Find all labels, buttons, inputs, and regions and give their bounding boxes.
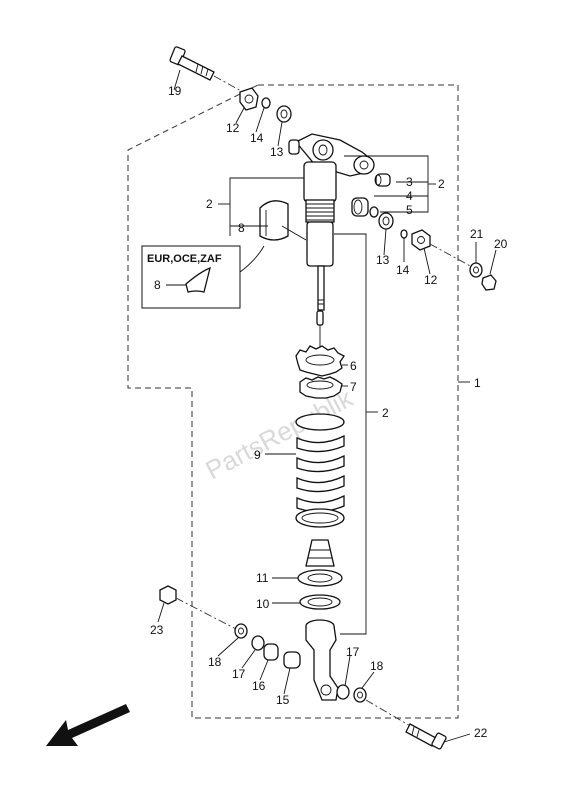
- seal-17-left: [251, 635, 265, 651]
- callout-12-top: 12: [226, 121, 240, 135]
- bolt-19: [169, 46, 215, 81]
- lower-clevis: [305, 619, 339, 701]
- circlip-14-right: [400, 229, 408, 239]
- inset-callout-8: 8: [154, 278, 161, 292]
- callout-15: 15: [276, 693, 290, 707]
- stopper-rod: [316, 310, 324, 326]
- nut-12-top: [239, 87, 259, 111]
- callout-10: 10: [256, 597, 270, 611]
- front-direction-arrow-icon: [46, 704, 130, 746]
- callout-17-right: 17: [346, 645, 360, 659]
- oil-seal-5: [369, 206, 379, 218]
- callout-1: 1: [474, 376, 481, 390]
- callout-5: 5: [406, 203, 413, 217]
- callout-18-left: 18: [208, 655, 222, 669]
- callout-13-right: 13: [376, 253, 390, 267]
- callout-14-top: 14: [250, 131, 264, 145]
- bolt-22: [405, 723, 447, 750]
- washer-18-left: [234, 623, 248, 639]
- callout-23: 23: [150, 623, 164, 637]
- callout-20: 20: [494, 237, 508, 251]
- callout-19: 19: [168, 84, 182, 98]
- washer-13-right: [378, 212, 394, 230]
- callout-11: 11: [256, 571, 269, 585]
- callout-2-lower: 2: [382, 406, 389, 420]
- bushing-4: [351, 197, 369, 217]
- callout-18-right: 18: [370, 659, 384, 673]
- callout-2-left: 2: [206, 197, 213, 211]
- callout-14-right: 14: [396, 263, 410, 277]
- nut-23: [159, 585, 177, 605]
- callout-9: 9: [254, 448, 261, 462]
- seal-17-right: [336, 684, 350, 700]
- bushing-16: [263, 643, 279, 661]
- adjusting-nut-6: [295, 345, 345, 377]
- spring-9: [295, 413, 345, 528]
- ring-10: [299, 594, 341, 610]
- washer-18-right: [353, 687, 367, 703]
- callout-22: 22: [474, 726, 488, 740]
- callout-6: 6: [350, 359, 357, 373]
- callout-16: 16: [252, 679, 266, 693]
- callout-7: 7: [350, 380, 357, 394]
- region-variant-inset: EUR,OCE,ZAF 8: [141, 245, 265, 309]
- washer-13-top: [276, 105, 292, 123]
- spring-seat-11: [297, 569, 343, 587]
- callout-21: 21: [470, 227, 484, 241]
- sleeve-8: [259, 200, 289, 241]
- shock-absorber-body: [288, 133, 375, 311]
- callout-17-left: 17: [232, 667, 246, 681]
- collar-3: [374, 173, 391, 187]
- collar-15: [283, 651, 301, 669]
- assembly-boundary: [127, 84, 459, 719]
- inset-title: EUR,OCE,ZAF: [147, 253, 222, 265]
- circlip-14-top: [261, 97, 271, 109]
- nut-12-right: [411, 229, 431, 251]
- callout-13-top: 13: [270, 145, 284, 159]
- nut-21: [469, 262, 483, 278]
- callout-2-right: 2: [438, 177, 445, 191]
- bolt-20: [481, 274, 497, 291]
- callout-8: 8: [238, 221, 245, 235]
- callout-12-right: 12: [424, 273, 438, 287]
- callout-4: 4: [406, 189, 413, 203]
- callout-leaders: [157, 69, 497, 743]
- bump-rubber: [305, 539, 335, 567]
- callout-3: 3: [406, 175, 413, 189]
- callout-numbers: 19 12 14 13 2 8 3 4 5 2 13 14 12 21 20 6…: [150, 84, 508, 740]
- locknut-7: [299, 376, 343, 399]
